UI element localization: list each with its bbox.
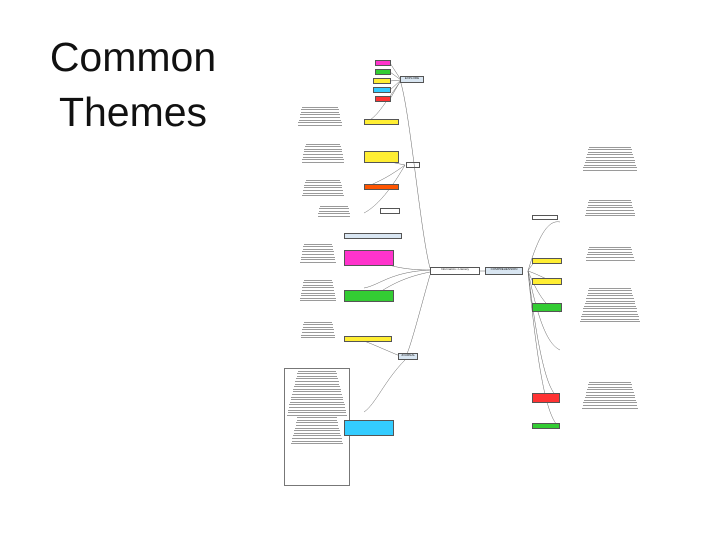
note-block <box>575 286 645 344</box>
center-node-label: Informatics • Literacy <box>441 267 469 271</box>
connector <box>389 79 402 91</box>
note-block <box>284 368 350 486</box>
left-node-1 <box>364 119 399 125</box>
note-block <box>294 278 342 314</box>
note-block <box>294 178 352 206</box>
note-block <box>290 105 350 137</box>
note-block <box>575 245 645 269</box>
left-node-5 <box>344 250 394 266</box>
branch-node <box>380 208 400 214</box>
hub-journal: JOURNAL <box>398 353 418 360</box>
right-node-1 <box>532 258 562 264</box>
connector <box>363 269 431 289</box>
connector <box>363 164 406 214</box>
connector <box>527 270 561 399</box>
left-node-4 <box>344 233 402 239</box>
hub-comprehension-label: COMPREHENSION <box>490 267 518 271</box>
top-node-5 <box>375 96 391 102</box>
left-node-3 <box>364 184 399 190</box>
hub-journal-label: JOURNAL <box>400 353 415 357</box>
note-block <box>294 142 352 174</box>
title-line-1: Common <box>49 34 217 80</box>
top-node-3 <box>373 78 391 84</box>
top-node-1 <box>375 60 391 66</box>
hub-explore-label: EXPLORE <box>404 76 420 80</box>
connector <box>389 71 402 81</box>
right-node-5 <box>532 423 560 429</box>
center-node: Informatics • Literacy <box>430 267 480 275</box>
left-node-8 <box>344 420 394 436</box>
connector <box>389 62 402 81</box>
note-block <box>575 198 645 228</box>
left-node-6 <box>344 290 394 302</box>
left-node-7 <box>344 336 392 342</box>
top-node-4 <box>373 87 391 93</box>
top-node-2 <box>375 69 391 75</box>
left-node-2 <box>364 151 399 163</box>
slide-title: Common Themes <box>18 30 248 140</box>
connector <box>527 270 561 429</box>
connector <box>527 270 561 351</box>
note-block <box>294 320 342 350</box>
title-line-2: Themes <box>58 89 208 135</box>
mind-map-diagram: EXPLORE Informatics • Literacy COMPREHEN… <box>270 50 710 490</box>
hub-comprehension: COMPREHENSION <box>485 267 523 275</box>
right-node-2 <box>532 278 562 285</box>
note-block <box>310 204 358 226</box>
note-block <box>294 242 342 274</box>
branch-node <box>532 215 558 220</box>
right-node-4 <box>532 393 560 403</box>
right-node-3 <box>532 303 562 312</box>
hub-explore: EXPLORE <box>400 76 424 83</box>
connector <box>404 274 431 359</box>
note-block <box>575 380 645 425</box>
connector <box>363 359 406 413</box>
connector <box>527 221 561 272</box>
branch-node <box>406 162 420 168</box>
note-block <box>575 145 645 187</box>
connector <box>389 79 402 82</box>
connector <box>399 79 431 269</box>
